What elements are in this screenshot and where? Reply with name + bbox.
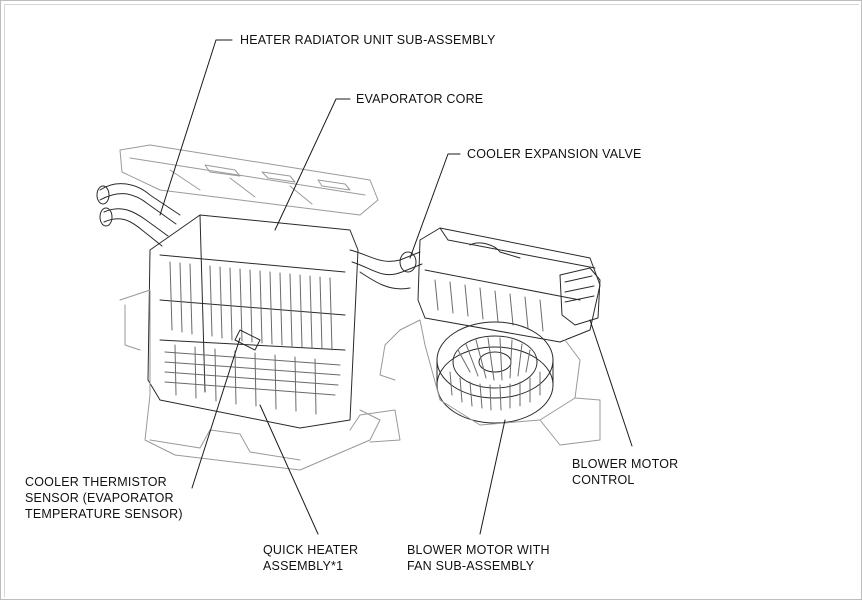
lower-housing-left <box>119 289 401 471</box>
label-blower-motor-control: BLOWER MOTOR CONTROL <box>572 456 678 488</box>
blower-housing <box>379 319 601 446</box>
label-cooler-thermistor-line2: SENSOR (EVAPORATOR <box>25 491 174 505</box>
blower-fan <box>436 321 554 424</box>
label-cooler-expansion-valve-text: COOLER EXPANSION VALVE <box>467 147 642 161</box>
label-blower-motor-fan-line1: BLOWER MOTOR WITH <box>407 543 550 557</box>
heater-pipes <box>96 183 181 247</box>
label-blower-motor-control-line2: CONTROL <box>572 473 635 487</box>
label-cooler-expansion-valve: COOLER EXPANSION VALVE <box>467 146 642 162</box>
label-quick-heater: QUICK HEATER ASSEMBLY*1 <box>263 542 358 574</box>
expansion-valve-pipes <box>349 249 423 290</box>
label-cooler-thermistor-line1: COOLER THERMISTOR <box>25 475 167 489</box>
label-cooler-thermistor: COOLER THERMISTOR SENSOR (EVAPORATOR TEM… <box>25 474 183 522</box>
label-blower-motor-control-line1: BLOWER MOTOR <box>572 457 679 471</box>
blower-control-box <box>559 267 601 326</box>
diagram-inner-border <box>4 4 859 597</box>
label-cooler-thermistor-line3: TEMPERATURE SENSOR) <box>25 507 183 521</box>
blower-section <box>417 227 601 343</box>
label-blower-motor-fan: BLOWER MOTOR WITH FAN SUB-ASSEMBLY <box>407 542 550 574</box>
label-blower-motor-fan-line2: FAN SUB-ASSEMBLY <box>407 559 535 573</box>
label-quick-heater-line1: QUICK HEATER <box>263 543 359 557</box>
label-evaporator-core-text: EVAPORATOR CORE <box>356 92 484 106</box>
label-heater-radiator-text: HEATER RADIATOR UNIT SUB-ASSEMBLY <box>240 33 496 47</box>
evaporator-block <box>147 214 359 429</box>
label-quick-heater-line2: ASSEMBLY*1 <box>263 559 344 573</box>
label-evaporator-core: EVAPORATOR CORE <box>356 91 483 107</box>
upper-duct-housing <box>119 144 379 216</box>
label-heater-radiator: HEATER RADIATOR UNIT SUB-ASSEMBLY <box>240 32 496 48</box>
leader-lines <box>159 39 633 535</box>
